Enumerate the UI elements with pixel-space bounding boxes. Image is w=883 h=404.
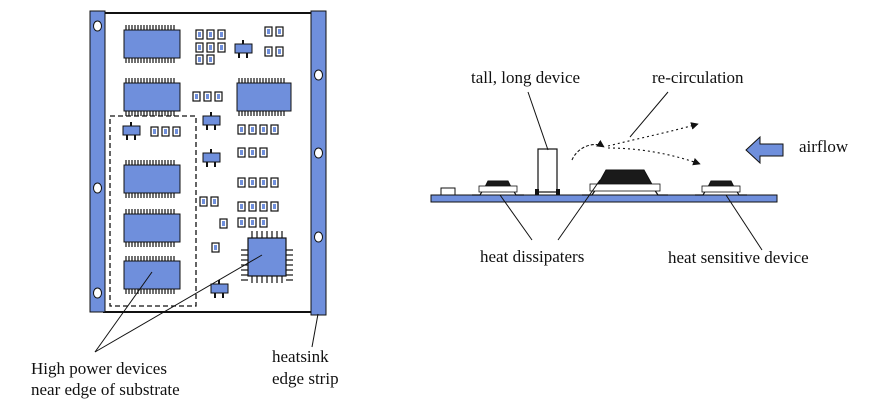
high-power-devices-label-line2: near edge of substrate	[31, 380, 180, 399]
recirculation-arrow-upper	[607, 122, 699, 147]
heat-sensitive-label: heat sensitive device	[668, 248, 809, 267]
ic-chip	[123, 25, 181, 63]
heat-sensitive-leader	[725, 194, 763, 251]
airflow-label: airflow	[799, 137, 849, 156]
ic-chip	[236, 78, 292, 116]
tall-long-device	[535, 148, 560, 195]
heatsink-edge-strip-right	[310, 10, 327, 316]
recirculation-leader	[629, 91, 669, 138]
recirculation-arrow-lower	[607, 147, 701, 166]
dissipater-leader-1	[499, 194, 533, 241]
recirculation-label: re-circulation	[652, 68, 744, 87]
ic-chip	[123, 256, 181, 294]
heatsink-edge-strip-left	[89, 10, 106, 313]
board-side-view: tall, long device re-circulation airflow…	[430, 68, 849, 267]
transistor	[202, 112, 221, 130]
recirculation-loop-arrow	[571, 139, 605, 161]
heat-dissipater-1	[472, 180, 524, 196]
small-component	[440, 187, 456, 196]
heatsink-label-line1: heatsink	[272, 347, 329, 366]
passive-components	[150, 26, 284, 253]
substrate-top-view: High power devices near edge of substrat…	[31, 10, 339, 399]
ic-chip	[123, 209, 181, 247]
dissipater-leader-2	[557, 179, 601, 241]
ic-chip	[123, 160, 181, 198]
heat-sensitive-device	[695, 180, 747, 196]
transistor	[122, 122, 141, 140]
transistor	[210, 280, 229, 298]
tall-device-label: tall, long device	[471, 68, 580, 87]
devices-leader-line-2	[94, 254, 263, 353]
heatsink-leader-line	[311, 313, 319, 348]
ic-chips	[123, 25, 292, 294]
pcb-board-side	[430, 194, 778, 203]
transistor	[202, 149, 221, 167]
ic-chip	[123, 78, 181, 116]
tall-device-leader	[527, 91, 549, 151]
heatsink-label-line2: edge strip	[272, 369, 339, 388]
high-power-devices-label-line1: High power devices	[31, 359, 167, 378]
transistors	[122, 40, 253, 298]
devices-leader-line-1	[94, 271, 153, 353]
transistor	[234, 40, 253, 58]
airflow-arrow	[745, 135, 784, 165]
qfp-chip	[241, 231, 293, 283]
heat-dissipater-2	[582, 169, 668, 196]
heat-dissipaters-label: heat dissipaters	[480, 247, 584, 266]
